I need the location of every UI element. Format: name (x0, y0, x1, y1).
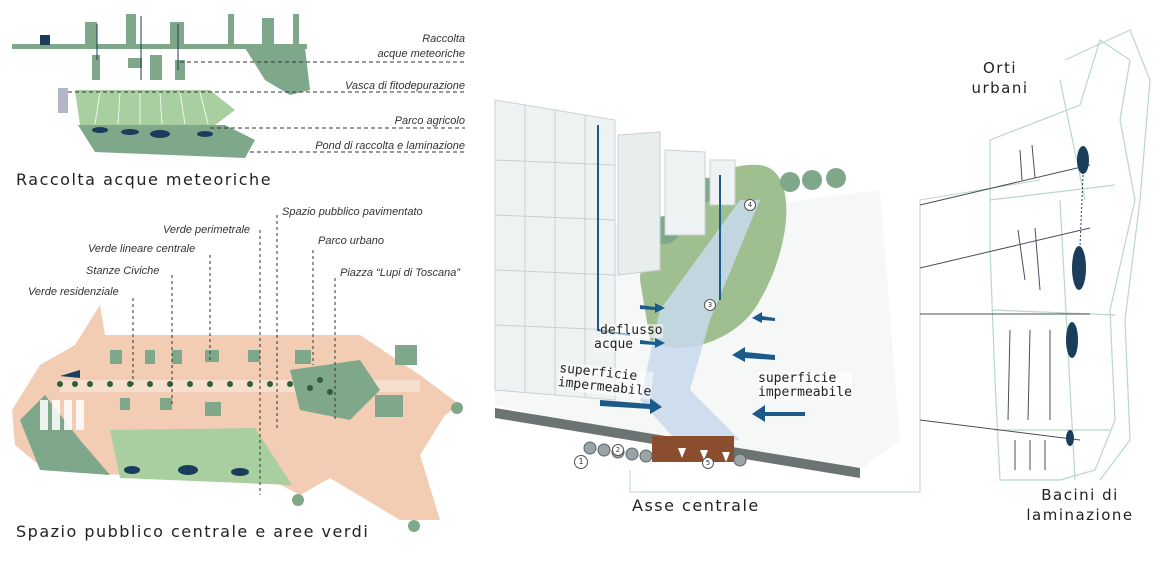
pond (150, 130, 170, 138)
label-piazza-lupi: Piazza “Lupi di Toscana” (340, 267, 461, 279)
skyline-block (262, 18, 274, 44)
label-stanze-civiche: Stanze Civiche (86, 265, 160, 277)
building-side (617, 131, 661, 276)
basin (1077, 146, 1089, 174)
arrow (640, 338, 665, 348)
skyline-block (126, 14, 136, 44)
label-deflusso-line1: deflusso (600, 323, 663, 338)
plan-roof (60, 370, 80, 378)
collection-block (128, 58, 142, 68)
arrow (600, 398, 662, 414)
label-orti: Orti (982, 59, 1018, 77)
label-acque: acque (594, 337, 634, 352)
label-orti-urbani: Orti urbani (960, 58, 1040, 98)
marker-4: 4 (744, 199, 756, 211)
label-acque-line2: acque (594, 337, 634, 352)
collection-block (150, 55, 162, 80)
label-superficie-right: superficie impermeabile (758, 372, 852, 400)
building-far (709, 159, 736, 206)
collection-area (245, 48, 310, 95)
skyline-block (228, 14, 234, 44)
label-superficie-right-line2: impermeabile (758, 385, 852, 400)
green-node (408, 520, 420, 532)
urban-park (290, 360, 380, 420)
arrow (752, 312, 775, 323)
marker-3: 3 (704, 299, 716, 311)
section-soil (652, 436, 734, 462)
pond (197, 131, 213, 137)
plan-pond (178, 465, 198, 475)
label-verde-residenziale: Verde residenziale (28, 286, 119, 298)
title-asse-centrale: Asse centrale (632, 496, 760, 515)
building-far (664, 149, 706, 236)
tree (802, 170, 822, 190)
label-vasca-fitodepurazione: Vasca di fitodepurazione (344, 80, 465, 92)
green-node (451, 402, 463, 414)
arrow (752, 405, 805, 422)
agricultural-park (75, 90, 235, 125)
pond (121, 129, 139, 135)
title-raccolta-acque: Raccolta acque meteoriche (16, 170, 273, 189)
marker-5: 5 (702, 457, 714, 469)
marker-1: 1 (574, 455, 588, 469)
plan-pond (231, 468, 249, 476)
green-node (292, 494, 304, 506)
pond (92, 127, 108, 133)
label-pond: Pond di raccolta e laminazione (315, 140, 465, 152)
plan-outline (989, 39, 1136, 481)
label-deflusso: deflusso (600, 324, 663, 338)
plan-pond (124, 466, 140, 474)
plan-outline-outer (1064, 29, 1151, 481)
public-space-plan (12, 215, 463, 532)
connector-line (629, 179, 1041, 493)
skyline-base (12, 44, 307, 49)
tree (826, 168, 846, 188)
label-raccolta: Raccolta (422, 33, 465, 45)
label-superficie-right-line1: superficie (758, 371, 837, 386)
label-verde-lineare: Verde lineare centrale (88, 243, 196, 255)
label-spazio-pavimentato: Spazio pubblico pavimentato (282, 206, 423, 218)
label-parco-agricolo: Parco agricolo (394, 115, 465, 127)
phyto-tank (58, 88, 68, 113)
label-bacini-laminazione: Bacini di laminazione (1010, 485, 1150, 525)
label-parco-urbano: Parco urbano (318, 235, 385, 247)
collection-block (92, 55, 100, 80)
skyline-block (40, 35, 50, 45)
marker-2: 2 (612, 444, 624, 456)
permeable-path (640, 200, 760, 445)
arrow (640, 303, 665, 313)
label-urbani: urbani (971, 79, 1029, 97)
title-spazio-pubblico: Spazio pubblico centrale e aree verdi (16, 522, 370, 541)
skyline-block (85, 22, 97, 44)
tree (780, 172, 800, 192)
basin (1066, 430, 1074, 446)
basin (1066, 322, 1078, 358)
skyline-block (293, 14, 299, 44)
skyline-block (170, 22, 184, 44)
label-laminazione: laminazione (1026, 506, 1134, 524)
label-bacini: Bacini di (1041, 486, 1119, 504)
basin (1072, 246, 1086, 290)
label-verde-perimetrale: Verde perimetrale (163, 224, 251, 236)
label-acque-meteoriche: acque meteoriche (377, 48, 465, 60)
rainwater-diagram (12, 14, 465, 158)
collection-block (175, 60, 185, 80)
arrow (732, 347, 775, 362)
